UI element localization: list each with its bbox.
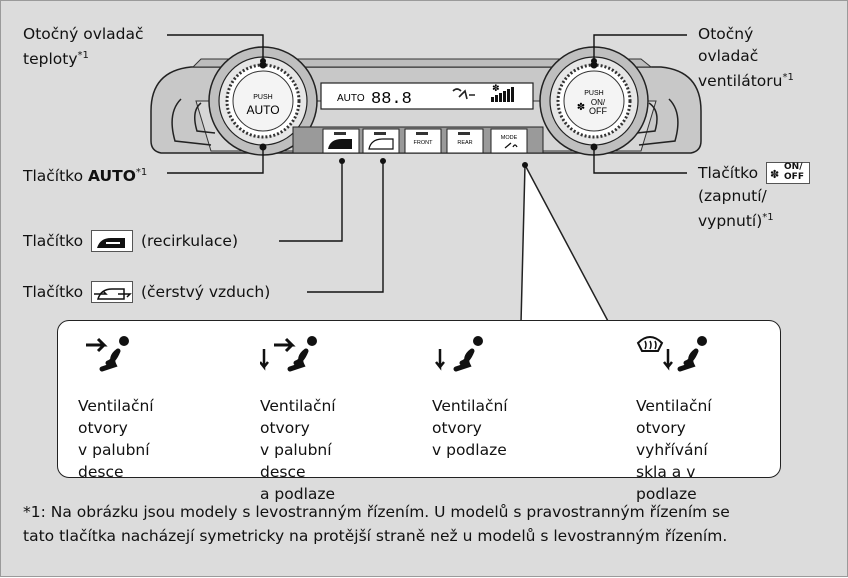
mode-defrost-floor-line1: Ventilační	[636, 397, 712, 415]
onoff-button-label-line2: (zapnutí/	[698, 186, 767, 205]
fan-knob-label: Otočný ovladač ventilátoru*1	[698, 23, 794, 92]
display-temp-text: 88.8	[371, 90, 412, 109]
front-defrost-button-text: FRONT	[414, 140, 434, 146]
fan-knob-label-line3: ventilátoru	[698, 72, 783, 91]
fresh-air-label-suffix: (čerstvý vzduch)	[140, 283, 271, 301]
fresh-air-icon	[91, 280, 134, 303]
fan-icon: ✽	[577, 102, 585, 113]
footnote-line1: *1: Na obrázku jsou modely s levostranný…	[23, 503, 730, 521]
defrost-floor-vent-icon	[636, 336, 707, 372]
rear-defrost-button-text: REAR	[457, 140, 472, 146]
dashboard-floor-vent-icon	[260, 336, 317, 372]
climate-display: AUTO 88.8 ✽	[320, 82, 534, 110]
onoff-button-label-line3: vypnutí)	[698, 211, 763, 230]
footnote-mark: *1	[77, 50, 89, 61]
fresh-air-label-prefix: Tlačítko	[23, 283, 84, 301]
mode-button-text: MODE	[501, 135, 518, 141]
mode-floor-text: Ventilační otvory v podlaze	[432, 395, 508, 461]
recirculation-label-prefix: Tlačítko	[23, 232, 84, 250]
footnote-mark: *1	[762, 211, 774, 223]
right-knob-on-text: ON/	[591, 98, 606, 107]
auto-button-label-prefix: Tlačítko	[23, 167, 89, 186]
temperature-knob-label-line1: Otočný ovladač	[23, 25, 144, 43]
recirculation-icon	[91, 229, 134, 252]
onoff-button-label-line1: Tlačítko	[698, 164, 759, 182]
auto-button-label: Tlačítko AUTO*1	[23, 162, 147, 187]
mode-dashboard-line2: v palubní desce	[78, 441, 150, 481]
onoff-button-label: Tlačítko ✽ ON/ OFF (zapnutí/ vypnutí)*1	[698, 161, 813, 232]
left-knob-auto-text: AUTO	[246, 103, 279, 117]
auto-button-label-bold: AUTO	[88, 167, 136, 186]
right-knob-push-text: PUSH	[584, 90, 603, 97]
mode-floor-line2: v podlaze	[432, 441, 507, 459]
fresh-air-button-label: Tlačítko (čerstvý vzduch)	[23, 280, 271, 304]
left-knob-push-text: PUSH	[253, 94, 272, 101]
footnote-mark: *1	[782, 72, 794, 83]
temperature-knob-label: Otočný ovladač teploty*1	[23, 23, 144, 70]
right-knob-off-text: OFF	[589, 106, 607, 116]
footnote-mark: *1	[135, 167, 148, 178]
svg-text:✽: ✽	[492, 84, 500, 94]
recirculation-label-suffix: (recirkulace)	[140, 232, 239, 250]
floor-vent-icon	[435, 336, 483, 372]
dashboard-vent-icon	[86, 336, 129, 372]
mode-dashboard-floor-line1: Ventilační otvory	[260, 397, 336, 437]
button-row	[292, 126, 544, 154]
temperature-knob[interactable]	[208, 46, 318, 156]
footnote: *1: Na obrázku jsou modely s levostranný…	[23, 500, 835, 548]
fan-knob-label-line1: Otočný	[698, 25, 754, 43]
mode-floor-line1: Ventilační otvory	[432, 397, 508, 437]
onoff-icon-off-text: OFF	[784, 171, 804, 182]
footnote-line2: tato tlačítka nacházejí symetricky na pr…	[23, 527, 728, 545]
mode-dashboard-floor-line2: v palubní desce	[260, 441, 332, 481]
mode-defrost-floor-line2: otvory vyhřívání	[636, 419, 708, 459]
fan-onoff-icon: ✽ ON/ OFF	[766, 161, 811, 184]
mode-dashboard-floor-line3: a podlaze	[260, 485, 336, 503]
mode-defrost-floor-line3: skla a v podlaze	[636, 463, 697, 503]
display-auto-text: AUTO	[337, 93, 365, 104]
fan-knob[interactable]	[539, 46, 649, 156]
mode-dashboard-line1: Ventilační otvory	[78, 397, 154, 437]
recirculation-button-label: Tlačítko (recirkulace)	[23, 229, 239, 253]
fan-knob-label-line2: ovladač	[698, 47, 759, 65]
onoff-icon-on-text: ON/	[784, 161, 803, 172]
temperature-knob-label-line2: teploty	[23, 50, 78, 69]
